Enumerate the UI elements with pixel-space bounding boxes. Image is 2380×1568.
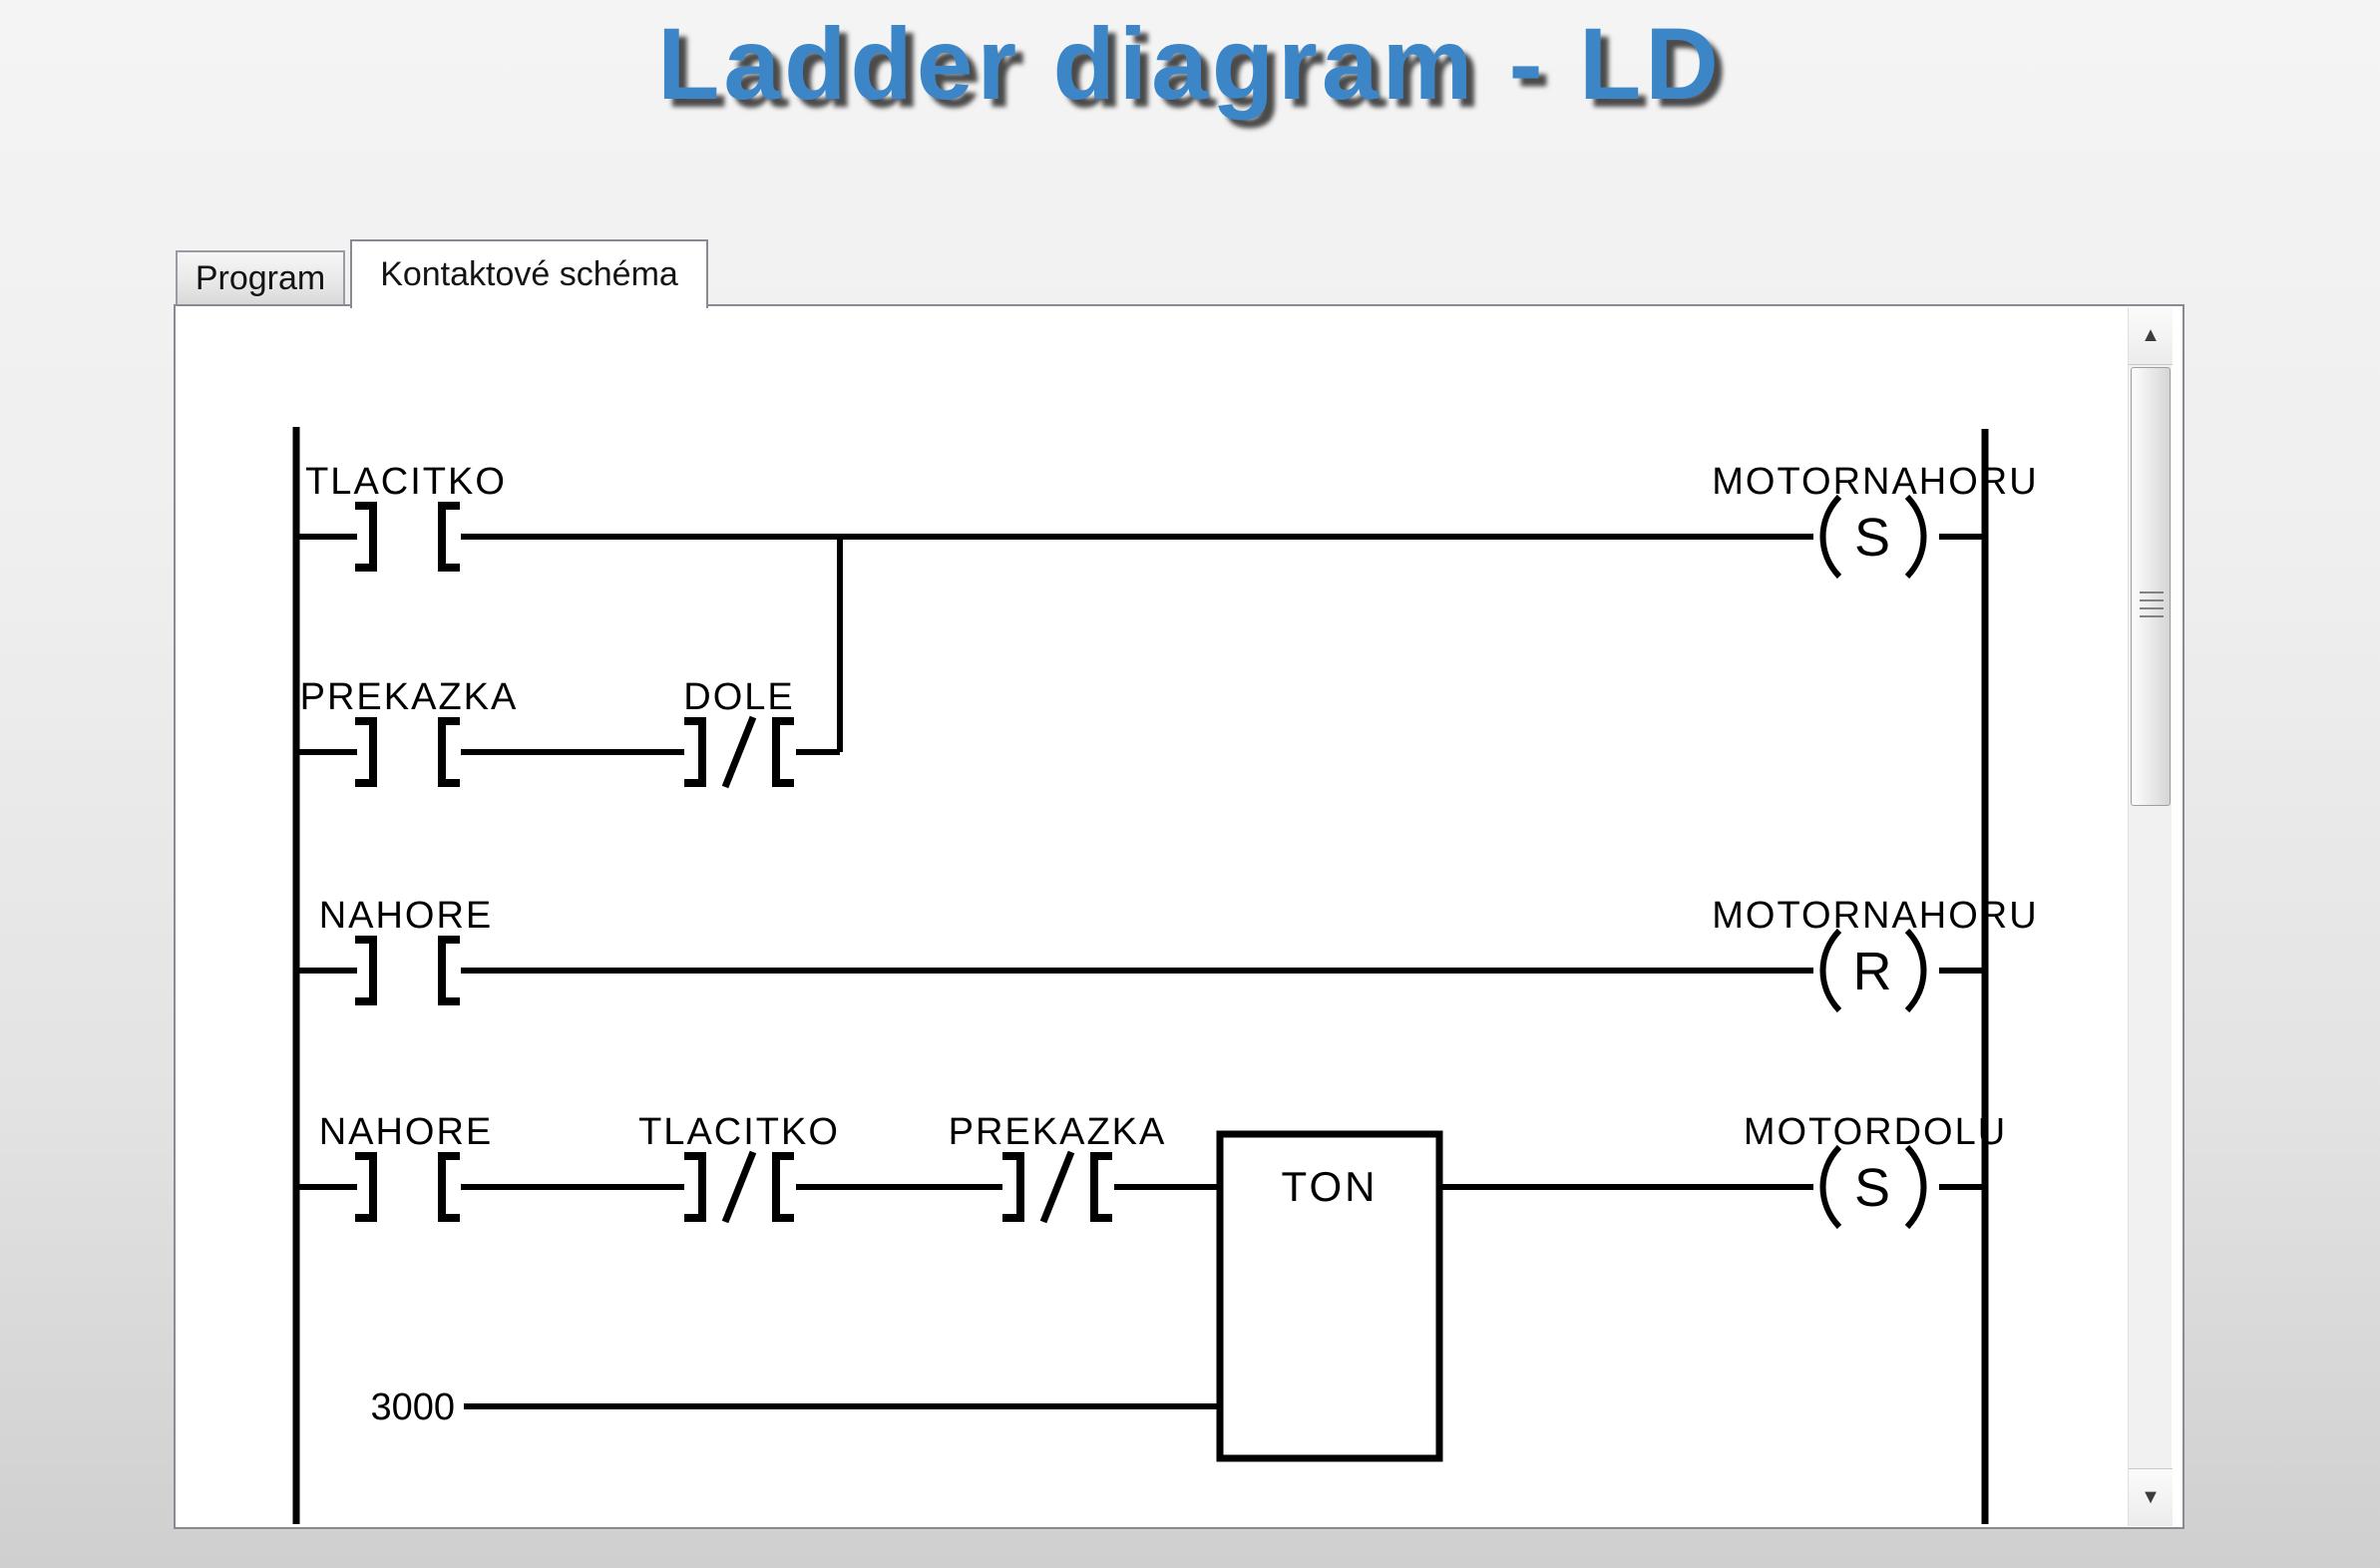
rung-3: NAHORE TLACITKO PREKAZKA TON 3000 S MOTO… (296, 1111, 2007, 1462)
contact-label-dole: DOLE (683, 676, 794, 718)
contact-label-prekazka: PREKAZKA (949, 1111, 1167, 1153)
coil-reset-motornahoru: R (1819, 928, 1927, 1013)
contact-label-tlacitko: TLACITKO (305, 461, 507, 503)
vertical-scrollbar[interactable]: ▲ ▼ (2128, 307, 2173, 1526)
scroll-up-arrow-icon: ▲ (2141, 324, 2161, 346)
contact-label-nahore: NAHORE (319, 895, 494, 937)
timer-block-ton: TON (1216, 1130, 1443, 1462)
contact-no-tlacitko (355, 502, 460, 572)
coil-label-motordolu: MOTORDOLU (1744, 1111, 2007, 1153)
rung-2: NAHORE R MOTORNAHORU (296, 895, 2038, 1013)
tab-program[interactable]: Program (176, 250, 345, 304)
rung-1-branch: PREKAZKA DOLE (296, 537, 843, 789)
contact-label-tlacitko: TLACITKO (638, 1111, 840, 1153)
scrollbar-thumb[interactable] (2131, 367, 2171, 806)
tab-kontaktove-schema-label: Kontaktové schéma (380, 255, 678, 293)
page-title: Ladder diagram - LD (657, 7, 1723, 121)
tab-program-label: Program (195, 258, 326, 297)
contact-no-nahore (355, 936, 460, 1005)
contact-nc-dole (684, 715, 794, 789)
contact-label-nahore: NAHORE (319, 1111, 494, 1153)
contact-nc-prekazka (1002, 1150, 1112, 1224)
ladder-editor-panel (174, 304, 2184, 1529)
contact-label-prekazka: PREKAZKA (300, 676, 519, 718)
coil-letter: S (1854, 1158, 1890, 1218)
coil-letter: R (1853, 942, 1892, 1001)
contact-no-prekazka (355, 717, 460, 787)
coil-label-motornahoru: MOTORNAHORU (1712, 895, 2038, 937)
scroll-down-button[interactable]: ▼ (2129, 1468, 2173, 1526)
coil-letter: S (1854, 508, 1890, 568)
coil-set-motornahoru: S (1819, 494, 1927, 580)
tab-kontaktove-schema[interactable]: Kontaktové schéma (350, 239, 708, 308)
contact-no-nahore (355, 1152, 460, 1222)
timer-param-value: 3000 (370, 1386, 455, 1428)
coil-set-motordolu: S (1819, 1144, 1927, 1230)
scroll-up-button[interactable]: ▲ (2129, 307, 2173, 365)
rung-1: TLACITKO S MOTORNAHORU (296, 461, 2038, 580)
scrollbar-grip-icon (2140, 591, 2164, 623)
coil-label-motornahoru: MOTORNAHORU (1712, 461, 2038, 503)
scroll-down-arrow-icon: ▼ (2141, 1486, 2161, 1508)
contact-nc-tlacitko (684, 1150, 794, 1224)
timer-block-label: TON (1282, 1163, 1379, 1210)
